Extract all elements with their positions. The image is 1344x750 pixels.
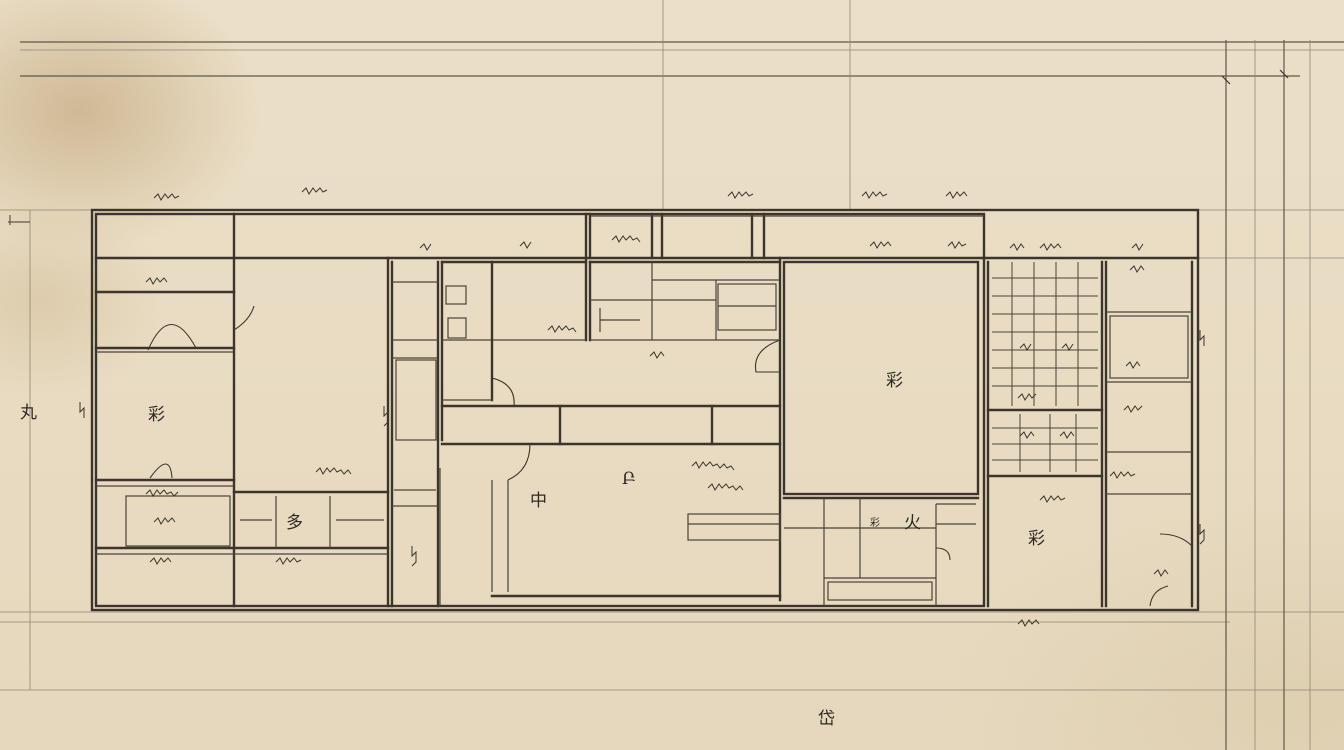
room-label-southwest: 多	[286, 513, 303, 533]
left-rooms	[94, 256, 390, 608]
right-wing	[982, 256, 1200, 608]
top-rooms	[94, 212, 986, 608]
exterior-walls	[90, 208, 1200, 612]
central-rooms	[390, 256, 782, 608]
room-label-west-living: 彩	[148, 405, 165, 425]
room-label-hall-center: 中	[530, 491, 547, 511]
left-mark: 丸	[20, 403, 37, 423]
service-rooms	[588, 260, 782, 342]
room-label-entry: 火	[904, 513, 921, 533]
room-label-east-bedroom: 彩	[1028, 529, 1045, 549]
bottom-mark: 岱	[818, 709, 835, 729]
annotation-marks	[79, 187, 1205, 627]
room-label-great-room: 彩	[886, 371, 903, 391]
great-room	[782, 260, 980, 606]
room-labels: 彩 彩 中 Բ 彩 多 火 岱 丸 彩	[20, 371, 1045, 729]
room-label-hall: Բ	[622, 469, 636, 489]
room-label-small: 彩	[870, 517, 880, 529]
